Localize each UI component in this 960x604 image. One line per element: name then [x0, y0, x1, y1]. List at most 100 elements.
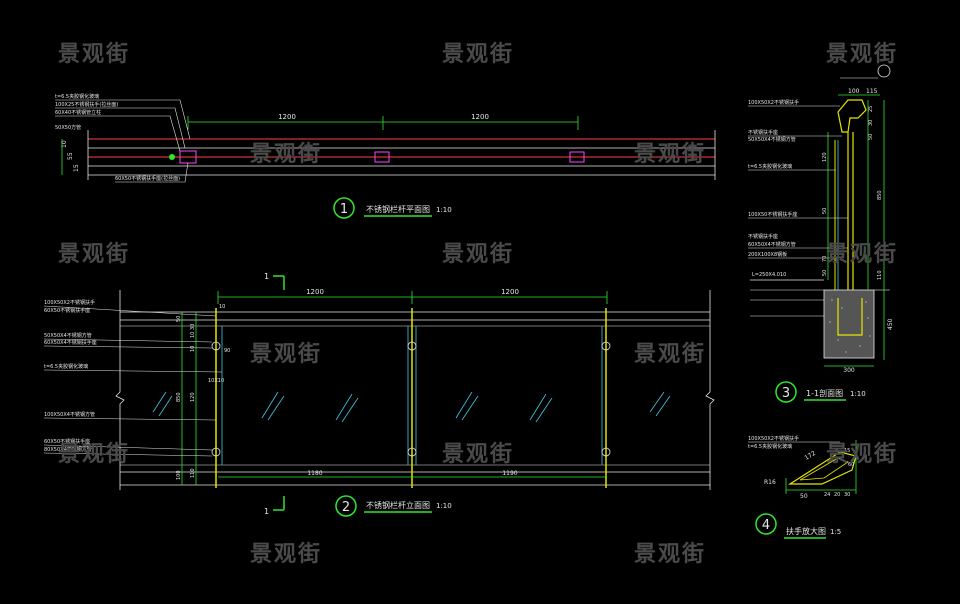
detail-note: 100X50X2不锈钢扶手 [748, 435, 799, 442]
elev-clamps [211, 341, 611, 457]
watermark: 景观街 [442, 242, 515, 267]
sec-dim-label: 850 [877, 190, 883, 200]
detail-note: t=6.5夹胶钢化玻璃 [748, 443, 792, 450]
plan-leader [55, 107, 186, 149]
plan-note: 60X40不锈钢管立柱 [55, 109, 101, 116]
sec-title-text: 1-1剖面图 [806, 388, 843, 398]
plan-title-text: 不锈钢栏杆平面图 [366, 204, 430, 214]
section-mark-label: 1 [264, 507, 269, 516]
watermark: 景观街 [250, 142, 323, 167]
watermark: 景观街 [250, 542, 323, 567]
sec-note: 60X50X4不锈钢方管 [748, 241, 796, 248]
detail-dim-label: 172 [804, 450, 818, 462]
elev-break-line [705, 290, 715, 490]
plan-title-circle [333, 197, 355, 219]
plan-note: 100X25不锈钢扶手(拉丝面) [55, 101, 118, 108]
sec-note: L=250X4.010 [752, 272, 786, 278]
detail-dim-label: 30 [844, 492, 850, 498]
plan-title-scale: 1:10 [436, 206, 452, 214]
elev-dim-label: 10 [190, 332, 196, 338]
sec-dim-label: 115 [866, 88, 878, 95]
elev-dim-label: 1190 [502, 470, 517, 477]
sec-note: 100X50不锈钢扶手座 [748, 211, 797, 218]
plan-dim-label: 10 [61, 140, 68, 148]
elev-note: 60X50不锈钢扶手座 [44, 307, 90, 314]
elev-dim-label: 120 [190, 392, 196, 402]
sec-note: 50X50X4不锈钢方管 [748, 136, 796, 143]
sec-title-circle [775, 381, 797, 403]
detail-dim-label: 24 [824, 492, 830, 498]
sec-dim-label: 300 [843, 367, 855, 374]
plan-leader [115, 162, 189, 183]
watermark: 景观街 [442, 42, 515, 67]
plan-dim-label: 1200 [278, 113, 296, 121]
elev-dim-label: 10 [190, 346, 196, 352]
sec-note: 不锈钢扶手座 [748, 129, 778, 136]
sec-dim-label: 50 [822, 270, 828, 276]
elev-dim-label: 110 [190, 468, 196, 478]
detail-profile-inner [799, 457, 849, 481]
section-mark-label: 1 [264, 272, 269, 281]
detail-title-number: 4 [762, 518, 770, 533]
plan-note: t=6.5夹胶钢化玻璃 [55, 93, 99, 100]
plan-dim-label: 1200 [471, 113, 489, 121]
watermark: 景观街 [634, 342, 707, 367]
elev-note: 50X50X4不锈钢方管 [44, 332, 92, 339]
watermark: 景观街 [634, 142, 707, 167]
elev-dim-label: 1200 [306, 288, 324, 296]
sec-note: 不锈钢扶手座 [748, 233, 778, 240]
detail-dim-label: R16 [764, 479, 776, 486]
section-view: 100 115 25 [748, 64, 894, 403]
elev-title-number: 2 [342, 500, 350, 515]
sec-dim-label: 25 [868, 106, 874, 112]
sec-anchor [837, 298, 863, 336]
detail-title-text: 扶手放大图 [786, 526, 826, 536]
watermark: 景观街 [634, 542, 707, 567]
detail-dim-label: 60 [848, 462, 854, 468]
plan-note: 60X50不锈钢扶手座(拉丝面) [115, 175, 180, 182]
sec-handrail [837, 99, 867, 133]
plan-leader [55, 115, 181, 152]
watermark: 景观街 [826, 42, 899, 67]
elev-dim-label: 1180 [307, 470, 322, 477]
elevation-view: 1 1 1200 1200 [43, 272, 715, 517]
elev-note: t=6.5夹胶钢化玻璃 [44, 363, 88, 370]
sec-title-scale: 1:10 [850, 390, 866, 398]
watermark: 景观街 [58, 242, 131, 267]
elev-dim-label: 1200 [501, 288, 519, 296]
detail-view: 100X50X2不锈钢扶手 t=6.5夹胶钢化玻璃 172 15 60 R16 … [748, 435, 857, 539]
detail-title-circle [755, 513, 777, 535]
plan-leader [55, 99, 191, 140]
plan-dim-label: 15 [73, 164, 80, 172]
sec-dim-label: 110 [877, 270, 883, 280]
plan-dim-label: 55 [67, 152, 74, 160]
watermark: 景观街 [826, 242, 899, 267]
sec-leaders [748, 105, 848, 259]
elev-dim-label: 100 [176, 470, 182, 480]
elev-note: 80X50X4不锈钢方管 [44, 446, 92, 453]
elev-dim-label: 90 [224, 348, 230, 354]
watermark: 景观街 [442, 442, 515, 467]
elev-note: 100X50X2不锈钢扶手 [44, 299, 95, 306]
plan-post [569, 151, 585, 163]
sec-dim-label: 70 [822, 256, 828, 262]
detail-title-scale: 1:5 [830, 528, 841, 536]
elev-note: 60X50X4不锈钢扶手座 [44, 339, 97, 346]
watermark: 景观街 [250, 342, 323, 367]
sec-footing-hatch [829, 299, 871, 353]
elev-title-circle [335, 495, 357, 517]
elev-leaders [43, 305, 223, 457]
sec-note: 200X100X8钢板 [748, 251, 787, 258]
elev-break-line [115, 290, 125, 490]
sec-dim-label: 50 [822, 208, 828, 214]
sec-dim-label: 50 [868, 134, 874, 140]
elev-title-text: 不锈钢栏杆立面图 [366, 500, 430, 510]
detail-profile [787, 451, 857, 485]
elev-dim-label: 10X10 [208, 378, 224, 384]
elev-title-scale: 1:10 [436, 502, 452, 510]
plan-note: 50X50方管 [55, 124, 81, 131]
watermark: 景观街 [826, 442, 899, 467]
watermark: 景观街 [58, 42, 131, 67]
elev-note: 60X50不锈钢扶手座 [44, 438, 90, 445]
